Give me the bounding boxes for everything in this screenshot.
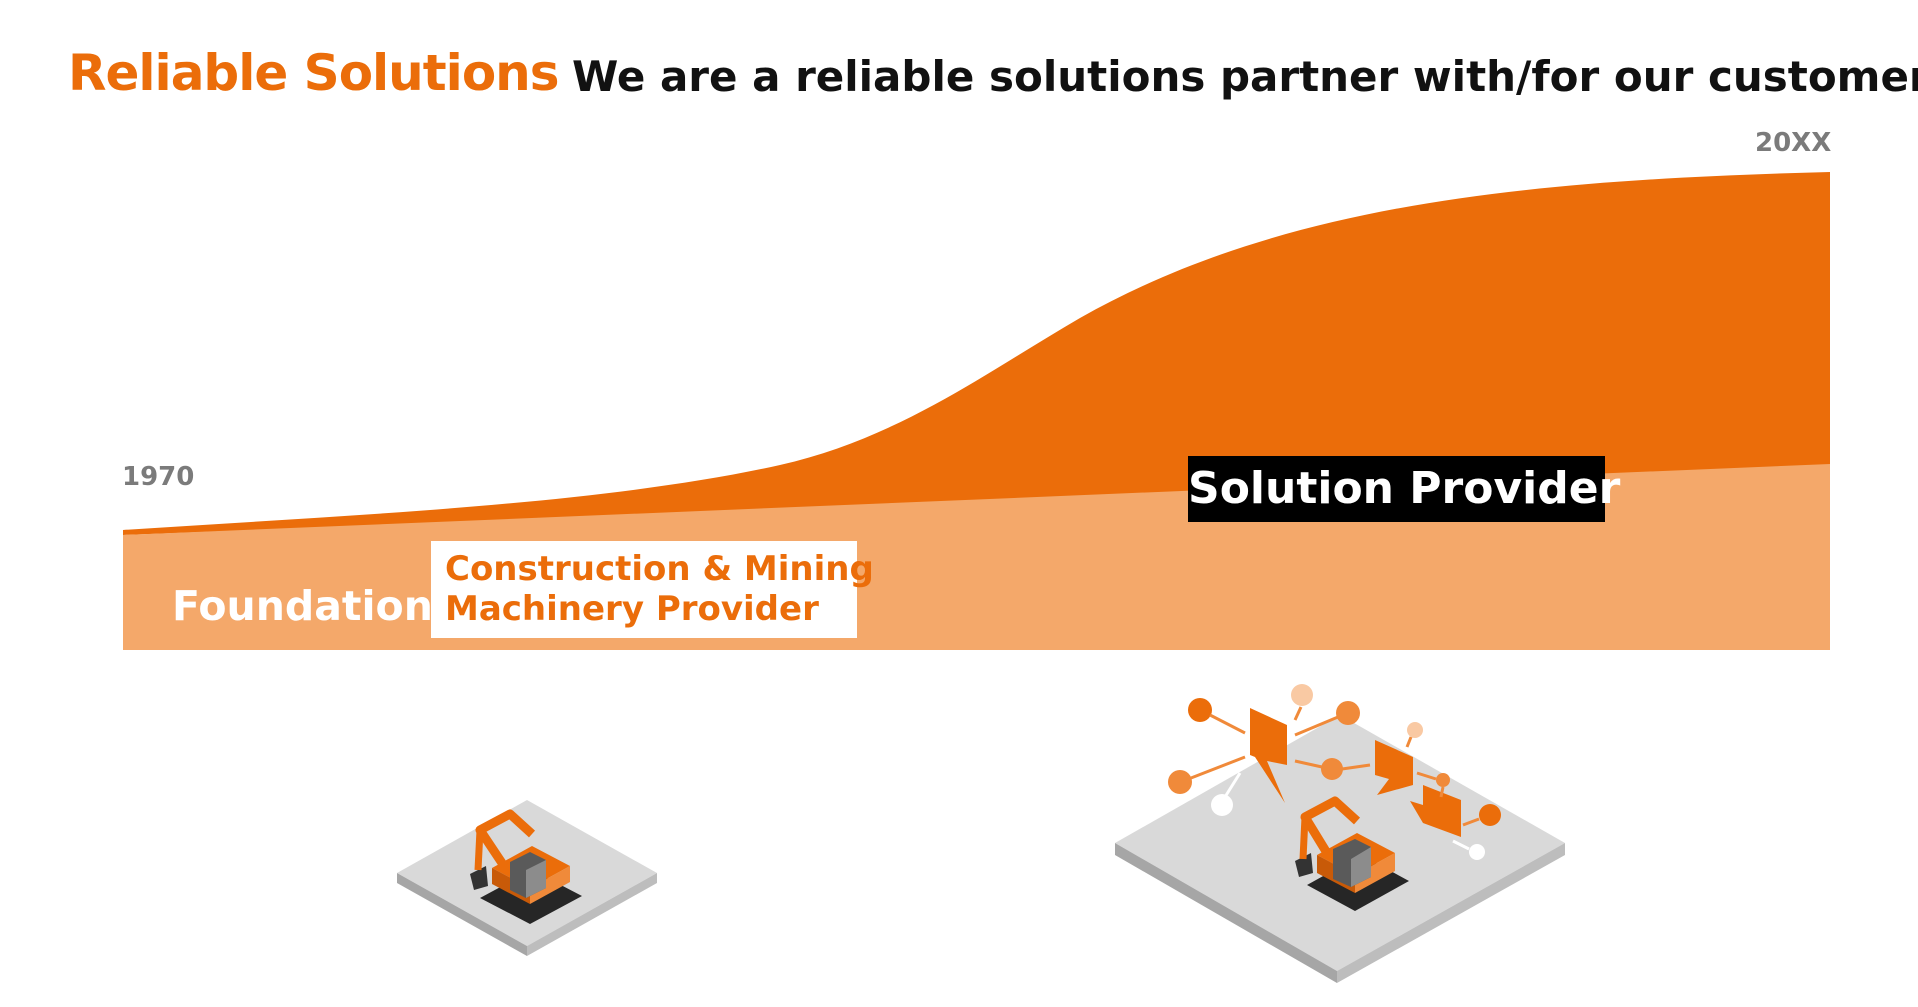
solution-provider-label: Solution Provider (1188, 456, 1620, 522)
solution-growth-area (123, 172, 1830, 535)
construction-mining-box: Construction & Mining Machinery Provider (431, 541, 874, 638)
construction-mining-line-2: Machinery Provider (445, 589, 819, 629)
construction-mining-line-1: Construction & Mining (445, 549, 874, 589)
foundation-label: Foundation (172, 582, 433, 630)
start-year-label: 1970 (122, 462, 195, 492)
excavator-icon (397, 800, 657, 956)
end-year-label: 20XX (1755, 128, 1832, 158)
page-title: Reliable Solutions (68, 44, 560, 102)
page-subtitle: We are a reliable solutions partner with… (572, 52, 1918, 101)
connected-solutions-icon (1115, 684, 1565, 983)
